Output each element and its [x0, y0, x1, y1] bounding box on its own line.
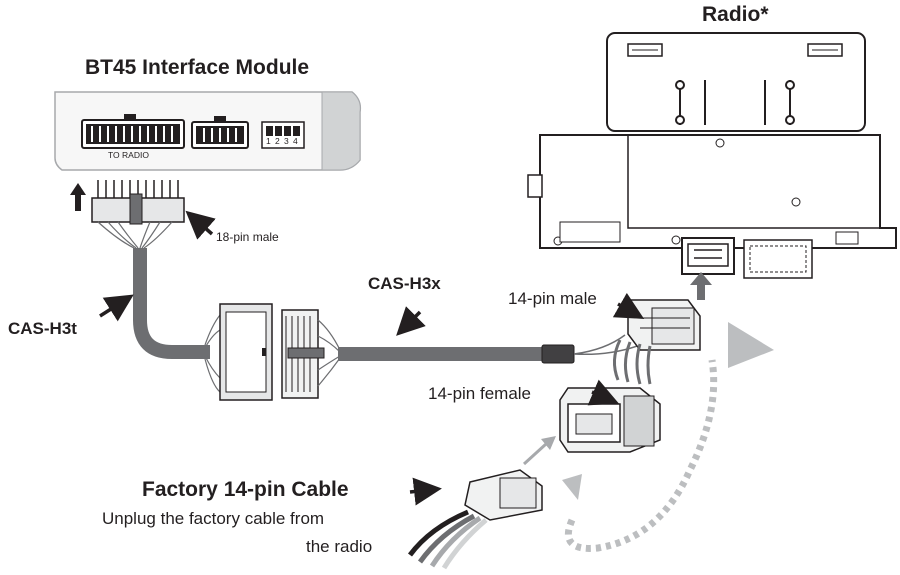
cas-h3t-cable [133, 248, 210, 359]
dip-switch [261, 121, 305, 149]
to-radio-port [81, 114, 185, 149]
aux-port [191, 116, 249, 149]
factory-cable-title: Factory 14-pin Cable [142, 478, 349, 501]
radio-14pin-port [681, 237, 735, 275]
radio-unit [527, 32, 897, 279]
insert-up-arrow-icon [70, 183, 86, 211]
factory-14pin-cable [407, 469, 543, 570]
label-pointer-arrows [99, 210, 645, 506]
connector-14pin-male [573, 299, 701, 385]
plug-in-up-arrow-icon [690, 272, 712, 300]
module-title: BT45 Interface Module [85, 56, 310, 79]
connector-14pin-female [559, 387, 661, 453]
bt45-module [54, 91, 362, 171]
inline-connector [204, 303, 341, 401]
dip-number-3: 3 [284, 136, 289, 146]
connector-18pin-male [91, 180, 185, 249]
dip-number-2: 2 [275, 136, 280, 146]
dip-number-1: 1 [266, 136, 271, 146]
cas-h3x-label: CAS-H3x [368, 274, 441, 293]
radio-title: Radio* [702, 3, 769, 26]
pin18-male-label: 18-pin male [216, 230, 279, 244]
pin14-male-label: 14-pin male [508, 289, 597, 308]
connect-gray-arrow-icon [522, 436, 556, 466]
dip-number-4: 4 [293, 136, 298, 146]
to-radio-label: TO RADIO [108, 150, 149, 160]
factory-note-line1: Unplug the factory cable from [102, 509, 325, 528]
factory-note-line2: the radio [306, 537, 373, 556]
cas-h3t-label: CAS-H3t [8, 319, 77, 338]
radio-aux-port [743, 239, 813, 279]
pin14-female-label: 14-pin female [428, 384, 532, 403]
unplug-path-arrow-icon [562, 322, 774, 552]
